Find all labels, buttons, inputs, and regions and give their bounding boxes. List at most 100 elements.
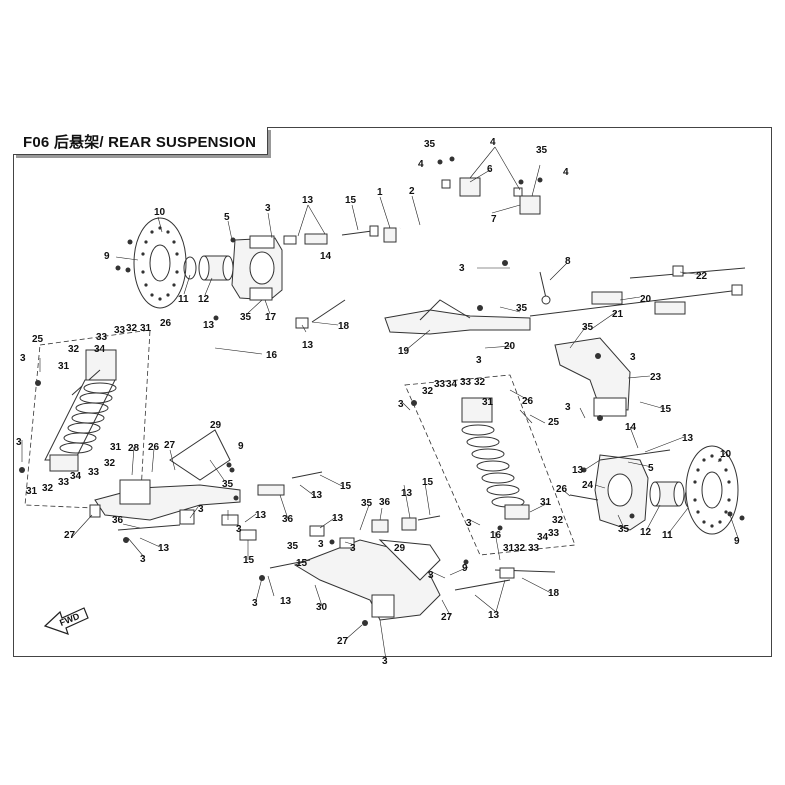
callout-33: 33 — [58, 477, 70, 488]
callout-33: 33 — [96, 332, 108, 343]
callout-13: 13 — [311, 490, 323, 501]
callout-3: 3 — [350, 543, 356, 554]
callout-16: 16 — [266, 350, 278, 361]
callout-3: 3 — [565, 402, 571, 413]
callout-35: 35 — [618, 524, 630, 535]
callout-31: 31 — [482, 397, 494, 408]
callout-13: 13 — [682, 433, 694, 444]
callout-12: 12 — [640, 527, 652, 538]
callout-36: 36 — [379, 497, 391, 508]
callout-34: 34 — [537, 532, 549, 543]
callout-22: 22 — [696, 271, 708, 282]
callout-3: 3 — [198, 504, 204, 515]
callout-32: 32 — [104, 458, 116, 469]
callout-9: 9 — [238, 441, 244, 452]
callout-15: 15 — [296, 558, 308, 569]
callout-6: 6 — [487, 164, 493, 175]
callout-11: 11 — [178, 294, 189, 305]
callout-3: 3 — [476, 355, 482, 366]
callout-13: 13 — [401, 488, 413, 499]
callout-31: 31 — [110, 442, 122, 453]
callout-9: 9 — [462, 563, 468, 574]
callout-31: 31 — [58, 361, 70, 372]
brake-disc-left — [133, 217, 187, 309]
callout-10: 10 — [154, 207, 166, 218]
callout-35: 35 — [222, 479, 234, 490]
callout-3: 3 — [466, 518, 472, 529]
callout-3: 3 — [630, 352, 636, 363]
hub-bearing-left — [183, 255, 234, 281]
callout-numbers: 10 9 11 12 5 3 13 14 15 1 2 35 4 4 35 6 … — [16, 137, 740, 667]
callout-34: 34 — [446, 379, 458, 390]
callout-1: 1 — [377, 187, 383, 198]
callout-13: 13 — [572, 465, 584, 476]
callout-17: 17 — [265, 312, 277, 323]
callout-13: 13 — [255, 510, 267, 521]
callout-27: 27 — [164, 440, 176, 451]
callout-27: 27 — [441, 612, 453, 623]
callout-15: 15 — [340, 481, 352, 492]
fastener-dots — [19, 156, 745, 626]
shock-group-outline-center — [404, 374, 576, 556]
bolts-right-long — [529, 265, 746, 317]
callout-23: 23 — [650, 372, 662, 383]
knuckle-right — [594, 454, 649, 531]
callout-26: 26 — [148, 442, 160, 453]
callout-35: 35 — [424, 139, 436, 150]
page-title: F06 后悬架/ REAR SUSPENSION — [23, 134, 257, 151]
callout-35: 35 — [516, 303, 528, 314]
callout-20: 20 — [640, 294, 652, 305]
callout-36: 36 — [112, 515, 124, 526]
diagram-frame — [13, 127, 772, 657]
callout-3: 3 — [459, 263, 465, 274]
callout-14: 14 — [320, 251, 332, 262]
callout-4: 4 — [490, 137, 496, 148]
callout-33: 33 — [460, 377, 472, 388]
title-box: F06 后悬架/ REAR SUSPENSION — [13, 127, 268, 155]
callout-29: 29 — [210, 420, 222, 431]
callout-15: 15 — [243, 555, 255, 566]
callout-5: 5 — [648, 463, 654, 474]
callout-27: 27 — [64, 530, 76, 541]
callout-3: 3 — [236, 524, 242, 535]
callout-33: 33 — [434, 379, 446, 390]
callout-14: 14 — [625, 422, 637, 433]
callout-24: 24 — [582, 480, 594, 491]
callout-4: 4 — [418, 159, 424, 170]
callout-13: 13 — [203, 320, 215, 331]
callout-35: 35 — [361, 498, 373, 509]
callout-13: 13 — [158, 543, 170, 554]
callout-29: 29 — [394, 543, 406, 554]
callout-35: 35 — [582, 322, 594, 333]
callout-21: 21 — [612, 309, 624, 320]
callout-9: 9 — [104, 251, 110, 262]
callout-2: 2 — [409, 186, 415, 197]
callout-33: 33 — [114, 325, 126, 336]
callout-31: 31 — [140, 323, 152, 334]
callout-18: 18 — [338, 321, 350, 332]
callout-11: 11 — [662, 530, 673, 541]
callout-27: 27 — [337, 636, 349, 647]
callout-33: 33 — [88, 467, 100, 478]
upper-arm-center — [384, 299, 531, 335]
lower-arm-center — [269, 539, 511, 621]
callout-32: 32 — [552, 515, 564, 526]
callout-13: 13 — [302, 340, 314, 351]
callout-28: 28 — [128, 443, 140, 454]
fwd-arrow-icon: FWD — [43, 607, 89, 635]
callout-18: 18 — [548, 588, 560, 599]
callout-15: 15 — [422, 477, 434, 488]
callout-5: 5 — [224, 212, 230, 223]
callout-3: 3 — [428, 570, 434, 581]
brake-disc-right — [685, 445, 739, 535]
callout-36: 36 — [282, 514, 294, 525]
callout-26: 26 — [556, 484, 568, 495]
bolts-right-hub — [494, 449, 671, 579]
bolt-set-upper-left — [283, 225, 397, 329]
callout-32: 32 — [42, 483, 54, 494]
callout-25: 25 — [32, 334, 44, 345]
callout-3: 3 — [252, 598, 258, 609]
callout-26: 26 — [160, 318, 172, 329]
callout-30: 30 — [316, 602, 328, 613]
